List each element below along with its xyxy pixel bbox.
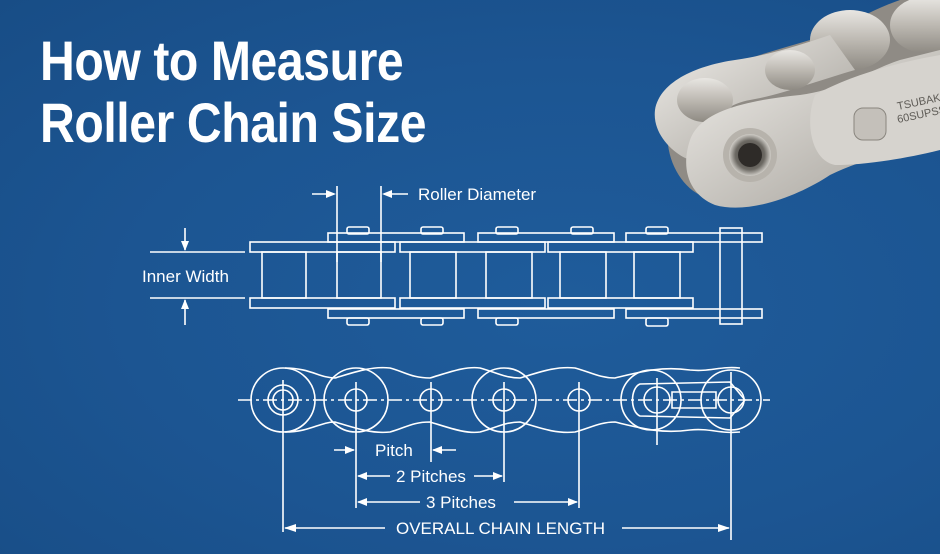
roller-diameter-label: Roller Diameter [418, 185, 536, 204]
top-view [150, 186, 763, 327]
page-title: How to Measure Roller Chain Size [40, 29, 427, 154]
side-view [238, 366, 770, 540]
pitch-label: Pitch [375, 441, 413, 460]
three-pitches-label: 3 Pitches [426, 493, 496, 512]
two-pitches-label: 2 Pitches [396, 467, 466, 486]
title-line-2: Roller Chain Size [40, 91, 427, 154]
roller-chain-photo: TSUBAK 60SUPSS [654, 0, 940, 208]
inner-width-label: Inner Width [142, 267, 229, 286]
title-line-1: How to Measure [40, 29, 404, 92]
overall-chain-length-label: OVERALL CHAIN LENGTH [396, 519, 605, 538]
